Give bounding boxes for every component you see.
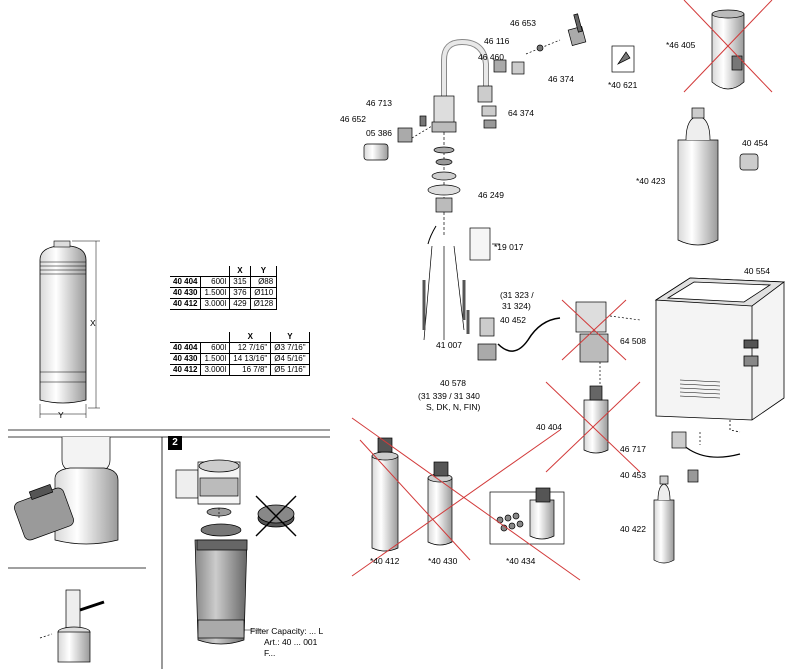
article-number-label: Art.: 40 ... 001 xyxy=(264,637,318,647)
part-40430: *40 430 xyxy=(428,556,458,566)
red-cross-bottom-filters xyxy=(351,417,581,581)
part-40554: 40 554 xyxy=(744,266,770,276)
label-x-dimension: X xyxy=(90,318,96,328)
part-64508: 64 508 xyxy=(620,336,646,346)
side-attachment xyxy=(363,115,433,161)
red-cross-46405 xyxy=(683,0,773,93)
step-number: 2 xyxy=(168,436,182,450)
part-31323: (31 323 / xyxy=(500,290,534,300)
filter-40434 xyxy=(489,487,565,545)
part-40453: 40 453 xyxy=(620,470,646,480)
part-40454: 40 454 xyxy=(742,138,768,148)
filter-40404 xyxy=(583,385,609,454)
part-46116: 46 116 xyxy=(484,36,510,46)
part-41007: 41 007 xyxy=(436,340,462,350)
part-31339-note: (31 339 / 31 340 xyxy=(418,391,480,401)
faucet-indicator-closeup xyxy=(14,437,119,545)
crossed-out-cap xyxy=(255,495,297,537)
filter-head-and-cartridge xyxy=(175,459,262,645)
col-y: Y xyxy=(270,332,310,343)
filter-capacity-label: Filter Capacity: ... L xyxy=(250,626,324,636)
co2-bottle-40422 xyxy=(653,475,675,564)
part-46652: 46 652 xyxy=(340,114,366,124)
part-40434: *40 434 xyxy=(506,556,536,566)
part-40452: 40 452 xyxy=(500,315,526,325)
filter-40430 xyxy=(427,461,453,546)
part-46717: 46 717 xyxy=(620,444,646,454)
chiller-unit-40554 xyxy=(654,277,786,433)
part-46249: 46 249 xyxy=(478,190,504,200)
spout-parts xyxy=(481,13,635,129)
crossed-filter-46405 xyxy=(711,9,745,90)
part-46374: 46 374 xyxy=(548,74,574,84)
part-05386: 05 386 xyxy=(366,128,392,138)
part-40621: *40 621 xyxy=(608,80,638,90)
lever-closeup xyxy=(39,589,105,663)
filter-40412 xyxy=(371,437,399,552)
part-40423: *40 423 xyxy=(636,176,666,186)
part-40412: *40 412 xyxy=(370,556,400,566)
col-y: Y xyxy=(249,266,278,277)
red-cross-40404 xyxy=(545,299,641,473)
filter-cartridge-dimension-drawing xyxy=(39,240,100,418)
part-40404: 40 404 xyxy=(536,422,562,432)
label-y-dimension: Y xyxy=(58,410,64,420)
part-64374: 64 374 xyxy=(508,108,534,118)
part-40578: 40 578 xyxy=(440,378,466,388)
co2-bottle-40423 xyxy=(677,107,759,246)
f-label: F... xyxy=(264,648,276,658)
part-46460: 46 460 xyxy=(478,52,504,62)
part-31339-countries: S, DK, N, FIN) xyxy=(426,402,481,412)
part-40422: 40 422 xyxy=(620,524,646,534)
part-46405: *46 405 xyxy=(666,40,696,50)
part-46713: 46 713 xyxy=(366,98,392,108)
part-31324: 31 324) xyxy=(502,301,531,311)
col-x: X xyxy=(229,332,272,343)
part-46653: 46 653 xyxy=(510,18,536,28)
col-x: X xyxy=(229,266,251,277)
part-19017: *19 017 xyxy=(494,242,524,252)
faucet-exploded-view xyxy=(422,38,500,341)
